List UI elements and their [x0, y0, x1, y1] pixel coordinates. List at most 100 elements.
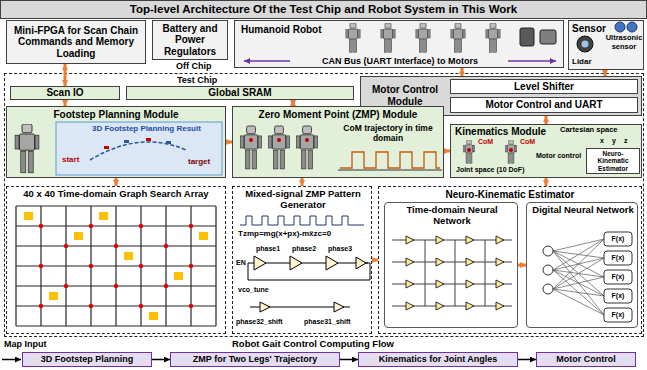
zmp-pattern-circuit	[248, 263, 368, 264]
footstep-illustration	[15, 122, 222, 175]
graph-search-array	[16, 206, 216, 326]
digital-network	[553, 258, 604, 289]
node-text: Motor Control	[556, 354, 615, 364]
graph-search-array	[165, 206, 166, 326]
digital-network	[553, 239, 604, 251]
annotation-label: Off Chip	[176, 61, 212, 71]
digital-network	[553, 289, 604, 296]
time-domain-network	[392, 284, 512, 285]
humanoid-robot-photos	[346, 23, 556, 52]
memory-block: Global SRAM	[126, 86, 354, 100]
graph-search-array	[139, 264, 143, 268]
node-text: Motor Control Module	[365, 84, 445, 107]
annotation-label: CoM	[478, 138, 493, 146]
time-domain-network	[406, 280, 414, 288]
annotation-label: phase32_shift	[236, 318, 283, 326]
digital-network	[553, 270, 604, 315]
zmp-illustration	[241, 126, 262, 169]
can-bus-arrow	[244, 60, 290, 62]
node-text: Digital Neural Network	[529, 205, 637, 216]
kinematics-illustration	[467, 148, 471, 152]
node-text: Footstep Planning Module	[7, 109, 225, 121]
graph-search-array	[16, 305, 216, 306]
graph-search-array	[16, 225, 216, 226]
digital-network	[543, 284, 553, 294]
circuit-panel: Mixed-signal ZMP Pattern Generator	[232, 186, 372, 334]
graph-search-array	[65, 206, 66, 326]
annotation-label: target	[188, 157, 210, 166]
graph-search-array	[15, 206, 16, 326]
annotation-label: phase2	[292, 245, 316, 253]
map-input-arrow	[2, 359, 21, 361]
humanoid-robot-photos	[416, 23, 430, 52]
time-domain-network	[436, 236, 444, 244]
graph-search-array	[64, 244, 68, 248]
connector-arrow	[545, 116, 548, 124]
time-domain-network	[425, 240, 426, 306]
graph-search-array	[189, 264, 193, 268]
footstep-illustration	[15, 124, 39, 173]
time-domain-network	[406, 236, 504, 310]
graph-search-array	[189, 304, 193, 308]
graph-search-array	[39, 304, 43, 308]
annotation-label: F(x)	[604, 273, 632, 281]
digital-network	[553, 239, 604, 289]
graph-search-array	[164, 244, 168, 248]
humanoid-robot-photos	[520, 28, 534, 46]
graph-search-array	[139, 304, 143, 308]
zmp-illustration	[297, 126, 318, 169]
zmp-illustration	[249, 138, 253, 142]
time-domain-network	[406, 258, 414, 266]
connector-arrow	[518, 359, 536, 361]
annotation-label: y	[612, 137, 616, 145]
connector-arrow	[545, 178, 548, 186]
node-text: Zero Moment Point (ZMP) Module	[233, 109, 443, 121]
zmp-pattern-circuit	[356, 257, 366, 269]
graph-search-array	[140, 206, 141, 326]
annotation-label: Tzmp=mg(x+px)-mẍzc=0	[238, 229, 331, 238]
zmp-pattern-circuit	[250, 307, 350, 308]
time-domain-network	[496, 302, 504, 310]
annotation-label: vco_tune	[238, 286, 269, 294]
annotation-label: Ultrasonic sensor	[604, 34, 644, 51]
time-domain-network	[392, 240, 512, 241]
time-domain-network	[455, 240, 456, 306]
node-text: 40 x 40 Time-domain Graph Search Array	[7, 189, 225, 200]
zmp-pattern-circuit	[254, 256, 266, 270]
io-block: Scan IO	[10, 86, 120, 100]
graph-search-array	[39, 224, 193, 308]
graph-search-array	[16, 206, 216, 326]
node-text: Humanoid Robot	[241, 24, 341, 36]
annotation-label: EN	[236, 259, 246, 267]
annotation-label: 3D Footstep Planning Result	[92, 124, 201, 133]
diagram-title: Top-level Architecture Of the Test Chip …	[130, 3, 517, 16]
footstep-illustration	[104, 146, 109, 149]
annotation-label: Cartesian space	[560, 126, 618, 135]
title-bar: Top-level Architecture Of the Test Chip …	[0, 0, 647, 19]
node-text: Neuro-Kinematic Estimator	[379, 189, 641, 201]
graph-search-array	[99, 212, 108, 220]
graph-search-array	[89, 304, 93, 308]
graph-search-array	[24, 212, 33, 220]
node-text: Kinematics Module	[455, 126, 565, 138]
time-domain-network	[436, 280, 444, 288]
module-box: Footstep Planning Module	[6, 106, 226, 178]
node-text: 3D Footstep Planning	[41, 354, 134, 364]
graph-search-array	[16, 285, 216, 286]
graph-search-array	[114, 244, 118, 248]
annotation-label: phase31_shift	[304, 318, 351, 326]
digital-network	[553, 239, 604, 270]
time-domain-network	[392, 240, 512, 306]
graph-search-array	[90, 206, 91, 326]
time-domain-network	[466, 258, 474, 266]
digital-network	[604, 232, 632, 246]
digital-network	[543, 246, 553, 256]
graph-search-array	[114, 284, 118, 288]
node-text: Mini-FPGA for Scan Chain Commands and Me…	[10, 25, 142, 60]
node-text: Motor Control and UART	[485, 99, 602, 111]
graph-search-array	[39, 264, 43, 268]
connector-arrow	[604, 70, 607, 76]
humanoid-robot-photos	[346, 23, 360, 52]
flow-step: Motor Control	[536, 352, 636, 367]
digital-network	[553, 251, 604, 296]
